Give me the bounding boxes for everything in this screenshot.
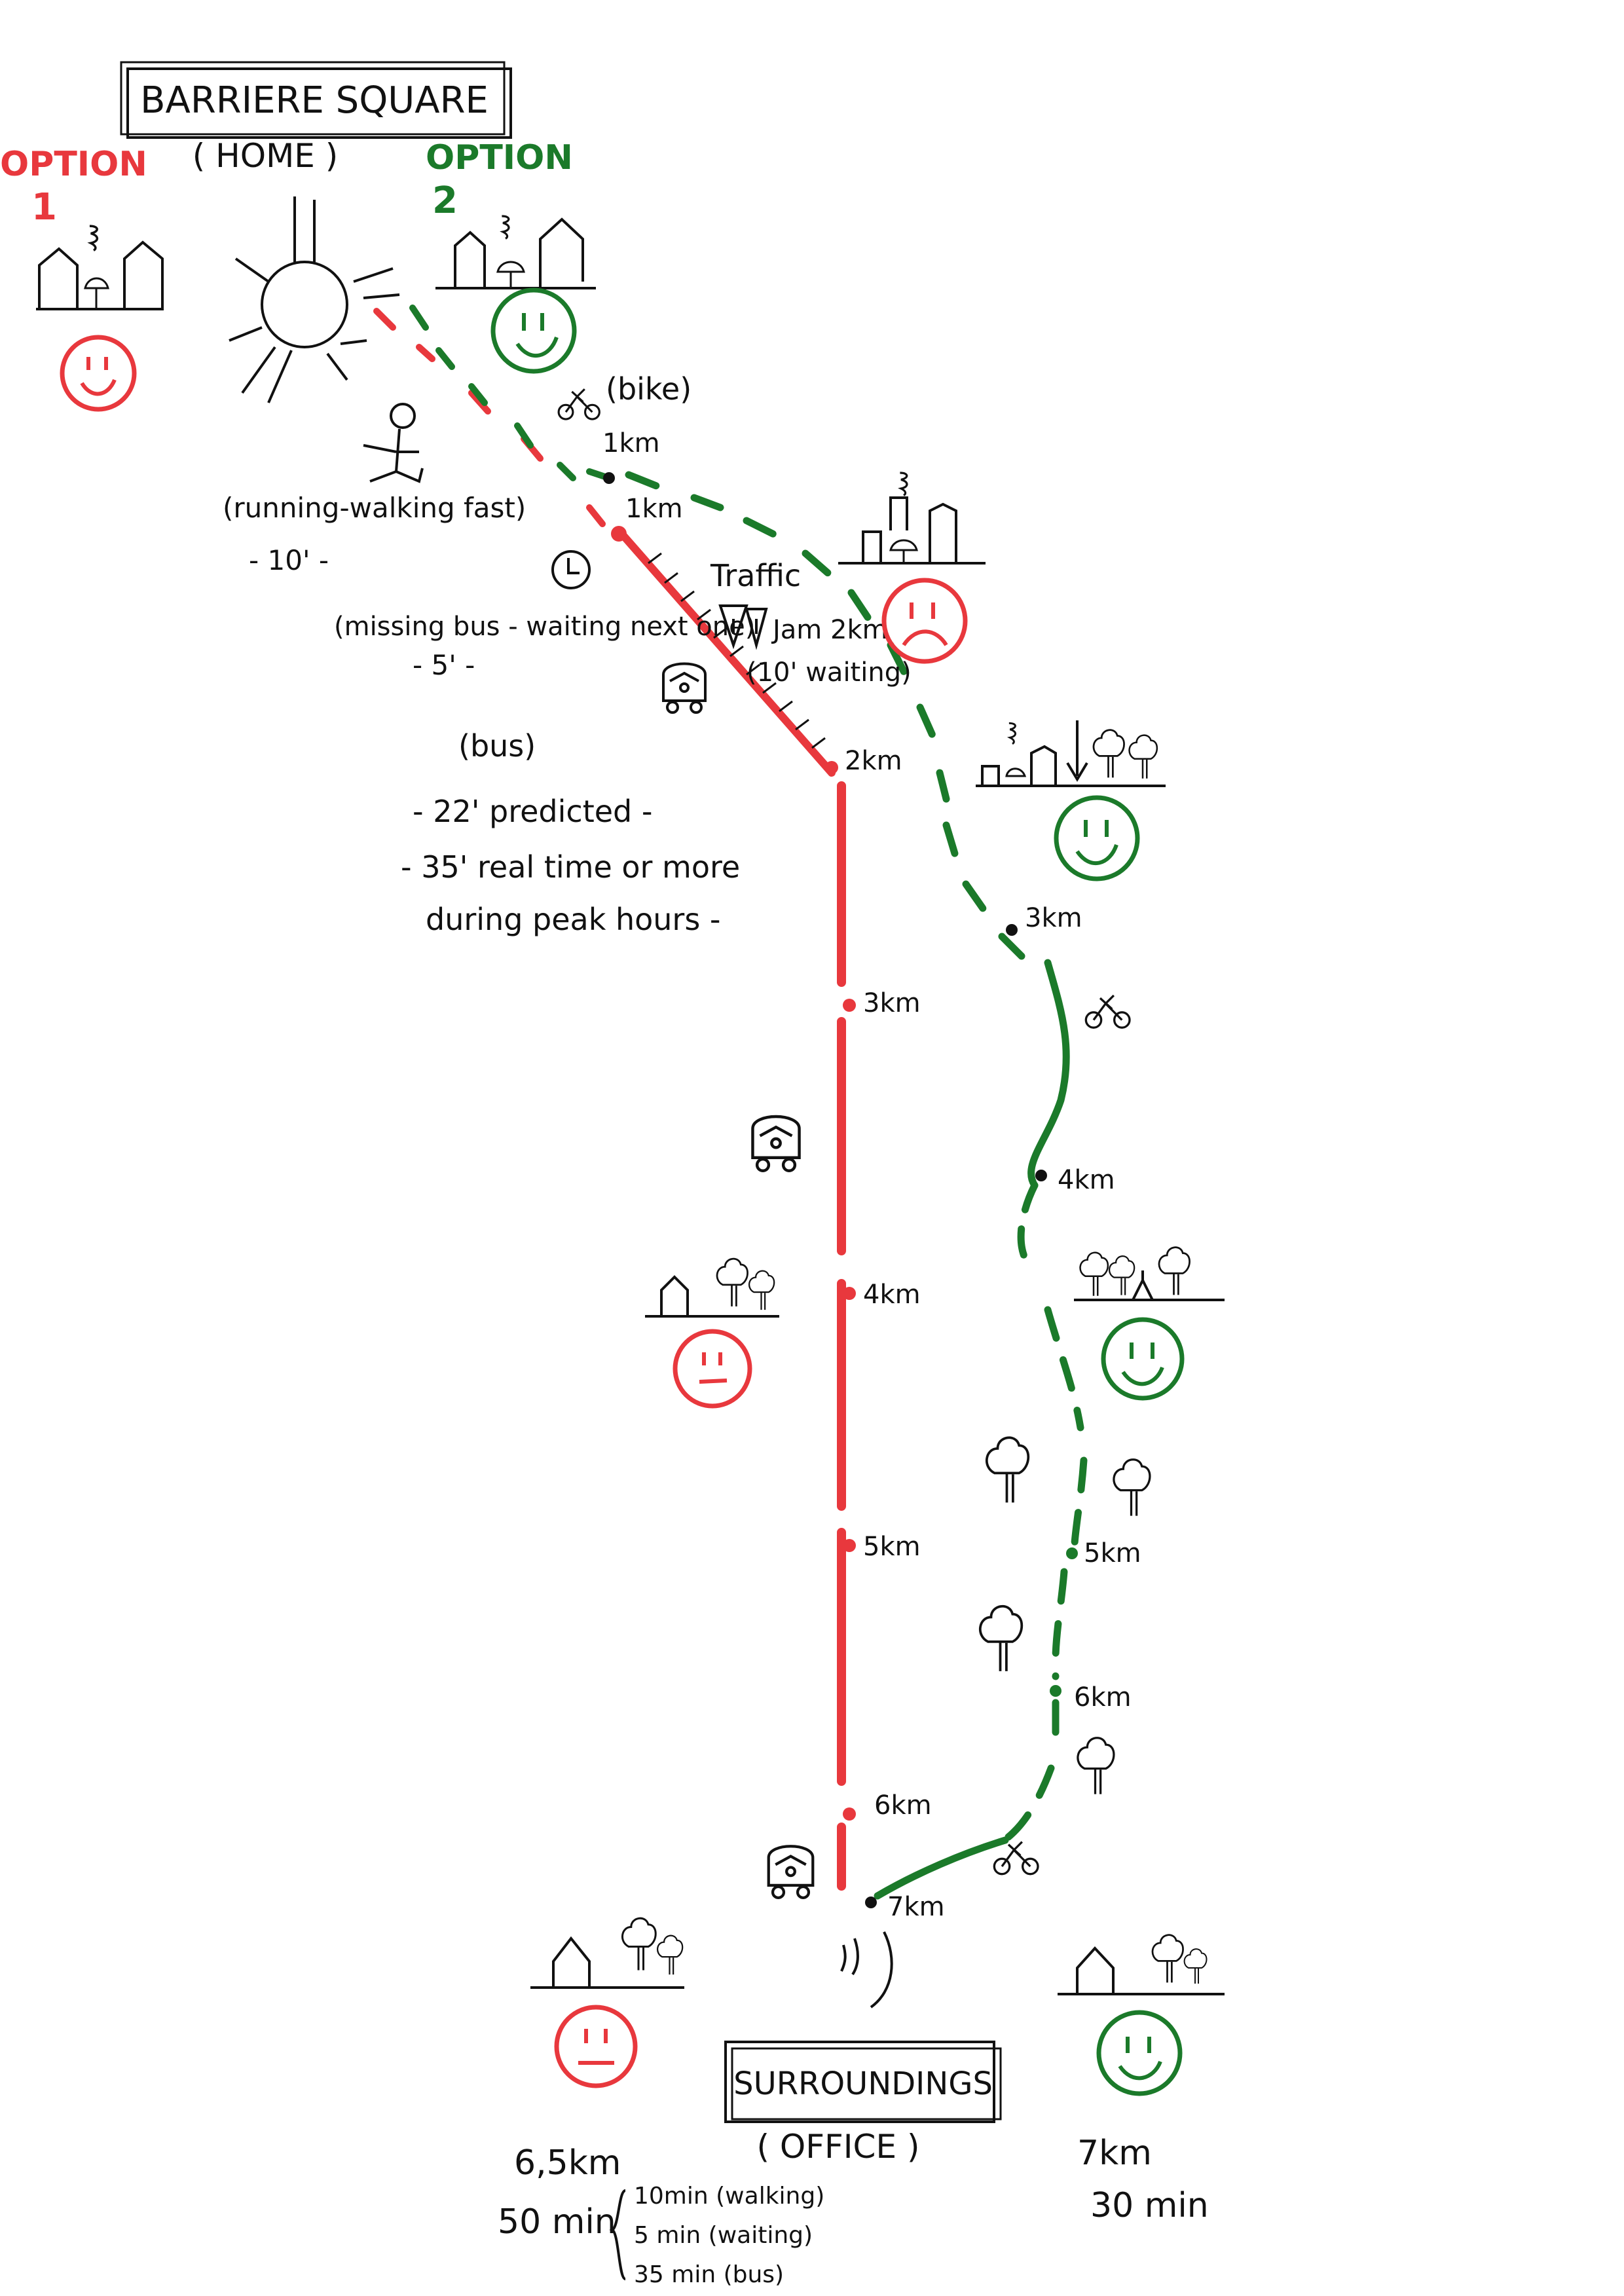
runner-icon — [363, 403, 424, 483]
summary-green-total: 30 min — [1090, 2186, 1209, 2225]
green-km-markers: 1km 3km 4km 5km 6km 7km — [602, 428, 1141, 1922]
summary-red-bus: 35 min (bus) — [634, 2261, 784, 2288]
wait-label: (missing bus - waiting next one) — [334, 612, 755, 642]
tree-icon — [985, 1436, 1030, 1504]
suburb-scene-icon — [645, 1257, 779, 1318]
warning-icon — [718, 604, 768, 650]
bus-note-line2: - 35' real time or more — [401, 849, 740, 885]
city-scene-icon — [838, 472, 986, 565]
sad-face-icon — [881, 578, 968, 664]
office-title-text: SURROUNDINGS — [733, 2065, 993, 2102]
bike-label: (bike) — [606, 371, 692, 407]
park-scene-icon — [1074, 1246, 1225, 1301]
happy-face-icon — [1101, 1317, 1185, 1401]
wait-time: - 5' - — [413, 649, 475, 681]
town-scene-icon — [976, 720, 1166, 787]
option-1-label: OPTION 1 — [0, 145, 147, 229]
office-scene-left-icon — [530, 1918, 684, 1989]
tree-icon — [978, 1604, 1024, 1673]
bus-note-line3: during peak hours - — [426, 902, 721, 937]
bus-note: (bus) - 22' predicted - - 35' real time … — [401, 728, 740, 937]
red-km-label: 4km — [863, 1280, 921, 1310]
red-route — [373, 308, 846, 1891]
bus-icon — [769, 1846, 813, 1898]
option-2-word: OPTION — [426, 138, 573, 177]
arrival-mark — [840, 1931, 893, 2009]
sun-icon — [229, 196, 400, 403]
bus-icon — [752, 1117, 799, 1171]
bike-icon — [994, 1842, 1038, 1874]
office-title: SURROUNDINGS ( OFFICE ) — [724, 2041, 1002, 2166]
green-km-label: 6km — [1074, 1682, 1132, 1713]
summary-option-2: 7km 30 min — [1077, 2134, 1209, 2225]
home-subtitle: ( HOME ) — [193, 137, 339, 175]
green-km-label: 4km — [1058, 1165, 1115, 1195]
option-1-word: OPTION — [0, 145, 147, 184]
red-km-label: 1km — [625, 494, 683, 524]
red-km-label: 5km — [863, 1532, 921, 1562]
green-km-label: 7km — [887, 1892, 945, 1922]
option-2-village-icon — [435, 215, 596, 289]
red-km-label: 2km — [845, 746, 902, 776]
happy-face-icon — [1054, 795, 1140, 881]
green-route — [409, 305, 1088, 1900]
bike-icon — [1084, 994, 1131, 1029]
home-title: BARRIERE SQUARE ( HOME ) — [120, 61, 512, 175]
office-scene-right-icon — [1058, 1933, 1225, 1995]
red-km-label: 3km — [863, 988, 921, 1018]
green-km-label: 1km — [602, 428, 660, 458]
bus-note-line1: - 22' predicted - — [413, 794, 652, 829]
walk-time: - 10' - — [249, 544, 329, 576]
option-2-number: 2 — [432, 179, 458, 222]
summary-red-total: 50 min — [498, 2202, 616, 2242]
red-km-label: 6km — [874, 1790, 932, 1821]
summary-red-walking: 10min (walking) — [634, 2183, 824, 2210]
option-1-village-icon — [36, 225, 164, 310]
traffic-hatching — [648, 552, 826, 749]
bus-note-label: (bus) — [458, 728, 536, 764]
summary-red-waiting: 5 min (waiting) — [634, 2222, 813, 2249]
green-km-label: 5km — [1084, 1538, 1141, 1568]
green-km-label: 3km — [1025, 903, 1082, 933]
option-1-number: 1 — [31, 186, 57, 229]
neutral-face-icon — [554, 2005, 638, 2088]
option-2-label: OPTION 2 — [426, 138, 573, 222]
clock-icon — [551, 550, 591, 589]
traffic-annotation: Traffic Jam 2km (10' waiting) — [710, 558, 912, 688]
jam-label: Jam 2km — [771, 615, 888, 645]
office-subtitle: ( OFFICE ) — [757, 2128, 920, 2166]
happy-face-icon — [490, 287, 577, 374]
neutral-face-icon — [673, 1329, 752, 1409]
bike-icon — [557, 388, 600, 420]
jam-wait: (10' waiting) — [747, 657, 912, 688]
bus-icon — [662, 662, 707, 714]
summary-red-distance: 6,5km — [514, 2143, 621, 2183]
tree-icon — [1113, 1458, 1151, 1517]
home-title-text: BARRIERE SQUARE — [140, 79, 489, 122]
tree-icon — [1077, 1736, 1115, 1796]
summary-option-1: 6,5km 50 min 10min (walking) 5 min (wait… — [498, 2143, 824, 2288]
summary-green-distance: 7km — [1077, 2134, 1152, 2173]
happy-face-icon — [60, 335, 137, 412]
happy-face-icon — [1096, 2010, 1183, 2096]
walk-label: (running-walking fast) — [223, 492, 526, 524]
bike-annotation: (bike) — [557, 371, 692, 420]
traffic-label: Traffic — [710, 558, 801, 593]
red-km-markers: 1km 2km 3km 4km 5km 6km — [611, 494, 932, 1821]
